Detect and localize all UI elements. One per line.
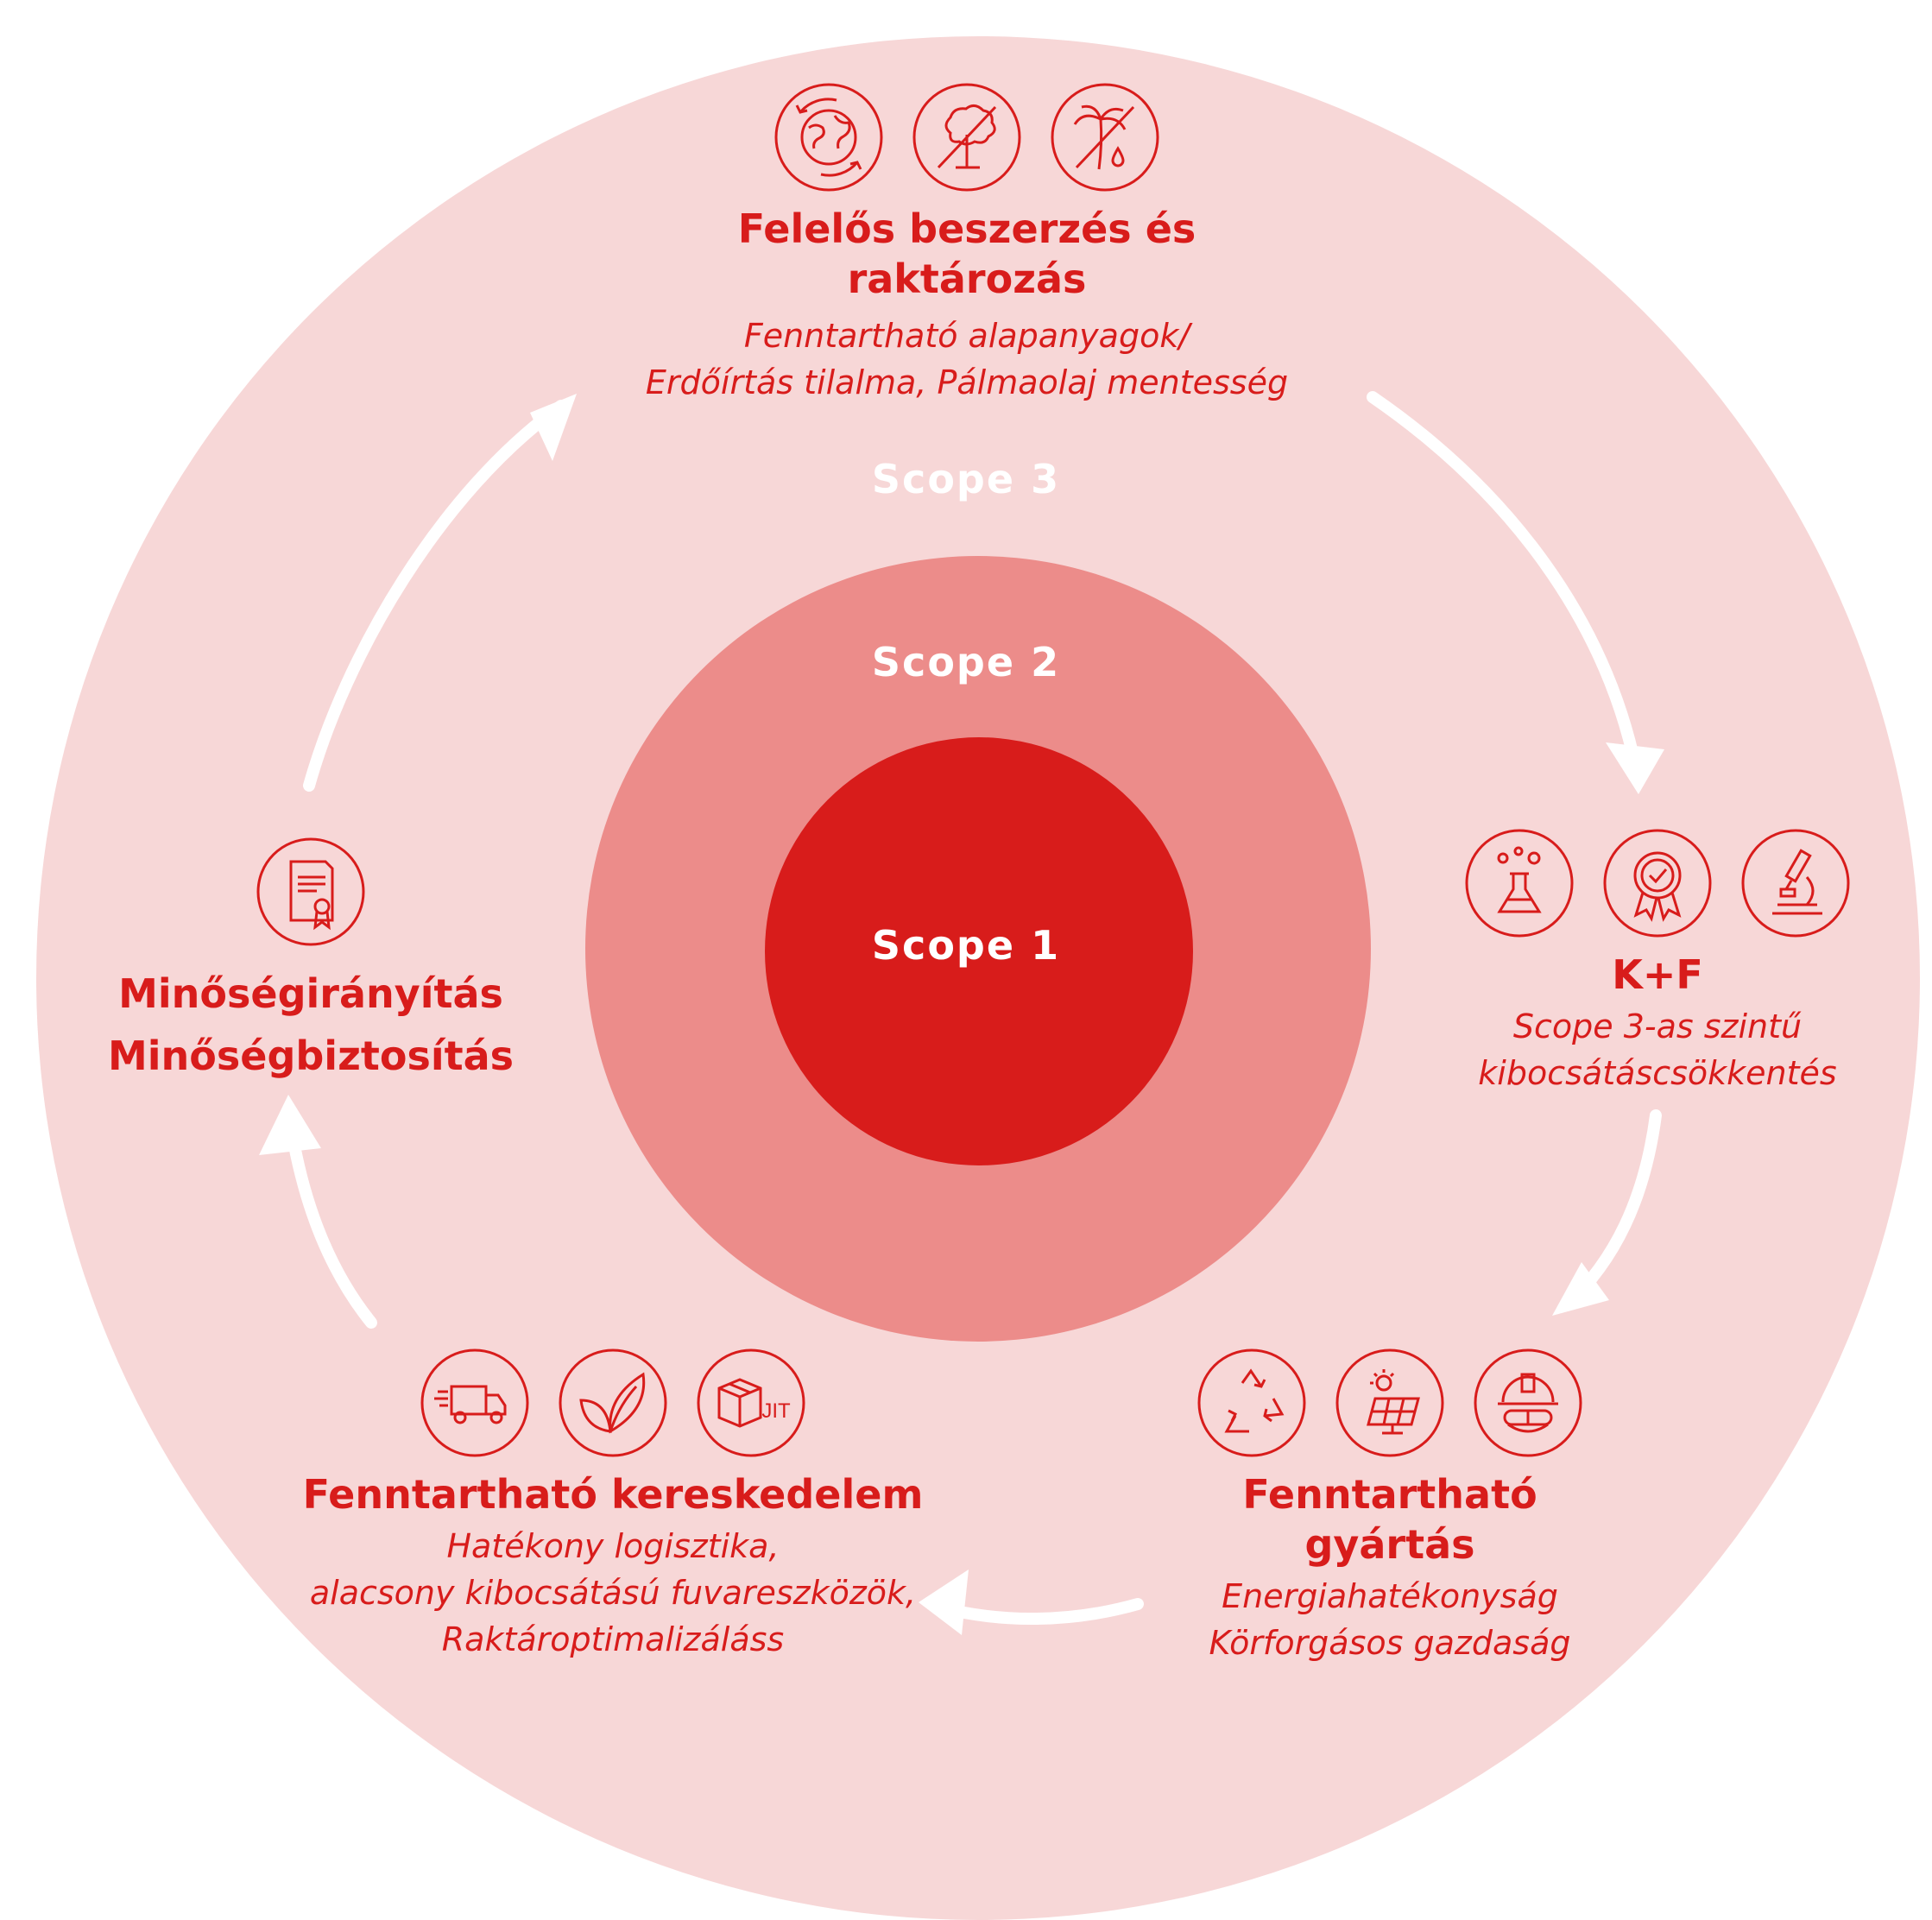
rnd-sub-line1: Scope 3-as szintű: [1512, 1007, 1803, 1045]
scope2-label: Scope 2: [871, 639, 1061, 685]
certificate-icon: [256, 837, 365, 946]
production-sub-line1: Energiahatékonyság: [1222, 1577, 1558, 1615]
jit-box-icon: JIT: [697, 1348, 805, 1457]
group-trade: JIT Fenntartható kereskedelem Hatékony l…: [302, 1348, 924, 1663]
scope1-core: [765, 737, 1193, 1165]
jit-label: JIT: [761, 1399, 791, 1423]
arrow-production-to-trade: [935, 1598, 1144, 1625]
rnd-sub-line2: kibocsátáscsökkentés: [1478, 1054, 1837, 1092]
scope3-label: Scope 3: [871, 456, 1061, 502]
trade-sub-line3: Raktároptimalizáláss: [441, 1620, 785, 1658]
sourcing-icons: [604, 83, 1329, 192]
group-rnd: K+F Scope 3-as szintű kibocsátáscsökkent…: [1433, 829, 1882, 1096]
rnd-title: K+F: [1612, 951, 1703, 998]
leaf-icon: [559, 1348, 667, 1457]
quality-icons: [86, 837, 535, 946]
trade-sub-line1: Hatékony logisztika,: [446, 1527, 780, 1565]
production-icons: [1157, 1348, 1623, 1457]
scope1-label: Scope 1: [871, 922, 1061, 969]
safety-helmet-icon: [1474, 1348, 1582, 1457]
no-deforestation-icon: [912, 83, 1021, 192]
trade-icons: JIT: [302, 1348, 924, 1457]
arrowhead-production: [1552, 1262, 1609, 1316]
sourcing-sub-line2: Erdőírtás tilalma, Pálmaolaj mentesség: [645, 363, 1289, 401]
arrowhead-sourcing: [530, 394, 577, 461]
group-sourcing: Felelős beszerzés és raktározás Fenntart…: [604, 83, 1329, 406]
sourcing-sub-line1: Fenntartható alapanyagok/: [743, 317, 1190, 355]
lab-flask-icon: [1465, 829, 1574, 938]
quality-title-line1: Minőségirányítás: [118, 970, 503, 1017]
microscope-icon: [1741, 829, 1850, 938]
sourcing-title-line2: raktározás: [847, 256, 1087, 302]
group-quality: Minőségirányítás Minőségbiztosítás: [86, 837, 535, 1081]
quality-title-line2: Minőségbiztosítás: [107, 1033, 515, 1079]
quality-badge-icon: [1603, 829, 1712, 938]
sourcing-title-line1: Felelős beszerzés és: [737, 205, 1196, 252]
group-production: Fenntartható gyártás Energiahatékonyság …: [1157, 1348, 1623, 1666]
production-sub-line2: Körforgásos gazdaság: [1209, 1624, 1571, 1662]
trade-sub-line2: alacsony kibocsátású fuvareszközök,: [309, 1574, 917, 1612]
arrowhead-trade: [919, 1569, 969, 1635]
globe-recycle-icon: [774, 83, 883, 192]
arrow-trade-to-quality: [284, 1115, 377, 1329]
arrowhead-quality: [259, 1095, 321, 1155]
recycle-icon: [1197, 1348, 1306, 1457]
delivery-truck-icon: [420, 1348, 529, 1457]
arrow-quality-to-sourcing: [303, 400, 567, 792]
rnd-icons: [1433, 829, 1882, 938]
no-palm-oil-icon: [1051, 83, 1159, 192]
solar-panel-icon: [1335, 1348, 1444, 1457]
arrow-sourcing-to-rnd: [1367, 391, 1642, 774]
production-title: Fenntartható gyártás: [1242, 1471, 1537, 1568]
arrowhead-rnd: [1606, 742, 1664, 794]
trade-title: Fenntartható kereskedelem: [302, 1471, 924, 1518]
